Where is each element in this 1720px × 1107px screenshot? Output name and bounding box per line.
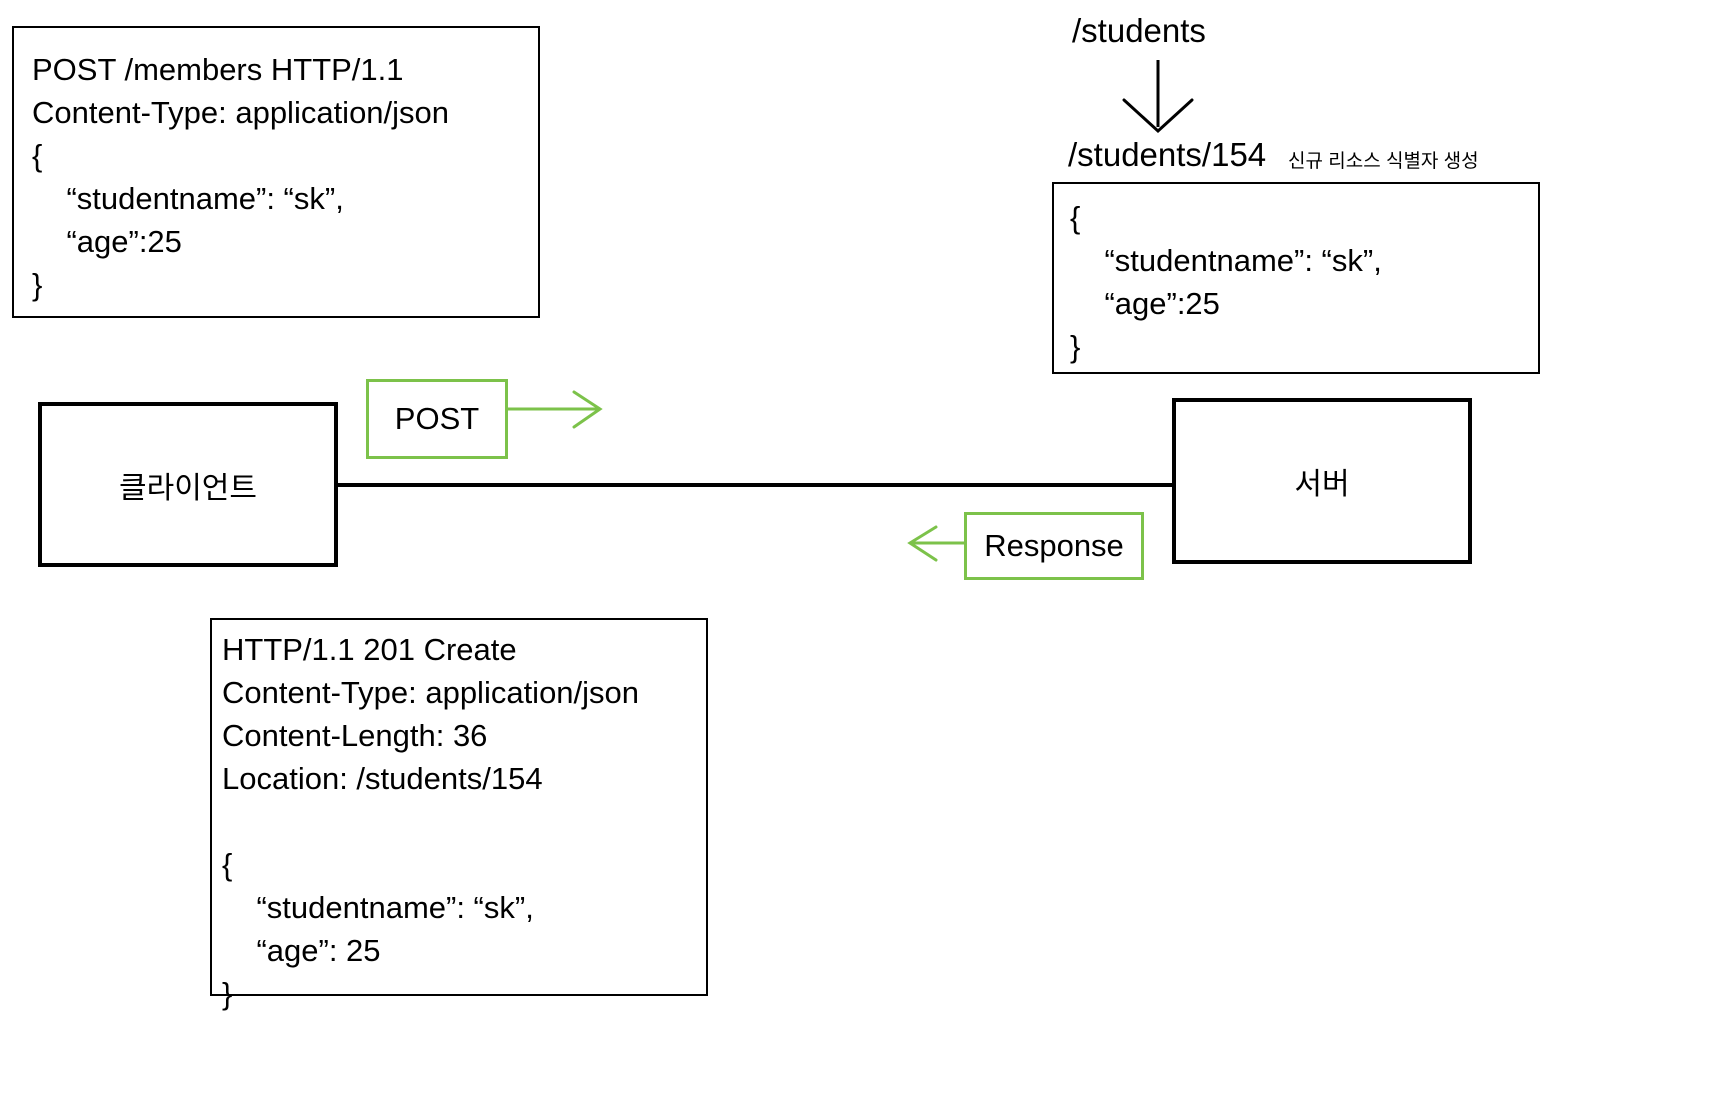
resource-body-box	[1052, 182, 1540, 374]
collection-uri-label: /students	[1072, 12, 1206, 49]
http-response-box	[210, 618, 708, 996]
post-request-tag: POST	[366, 379, 508, 459]
response-tag-label: Response	[984, 528, 1124, 563]
server-node: 서버	[1172, 398, 1472, 564]
resource-transition-arrow	[1122, 60, 1194, 134]
server-node-label: 서버	[1294, 468, 1350, 501]
http-request-box	[12, 26, 540, 318]
client-node-label: 클라이언트	[119, 471, 257, 505]
post-request-tag-label: POST	[394, 401, 480, 436]
response-direction-arrow	[907, 525, 964, 562]
post-direction-arrow	[508, 390, 603, 429]
http-response-text: HTTP/1.1 201 Create Content-Type: applic…	[222, 632, 640, 1011]
client-node: 클라이언트	[38, 402, 338, 567]
new-resource-id-annotation: 신규 리소스 식별자 생성	[1288, 151, 1479, 172]
item-uri-label: /students/154	[1068, 136, 1267, 173]
http-request-text: POST /members HTTP/1.1 Content-Type: app…	[32, 52, 450, 302]
response-tag: Response	[964, 512, 1144, 580]
resource-body-text: { “studentname”: “sk”, “age”:25 }	[1070, 200, 1382, 364]
client-server-connection-line	[336, 483, 1176, 487]
